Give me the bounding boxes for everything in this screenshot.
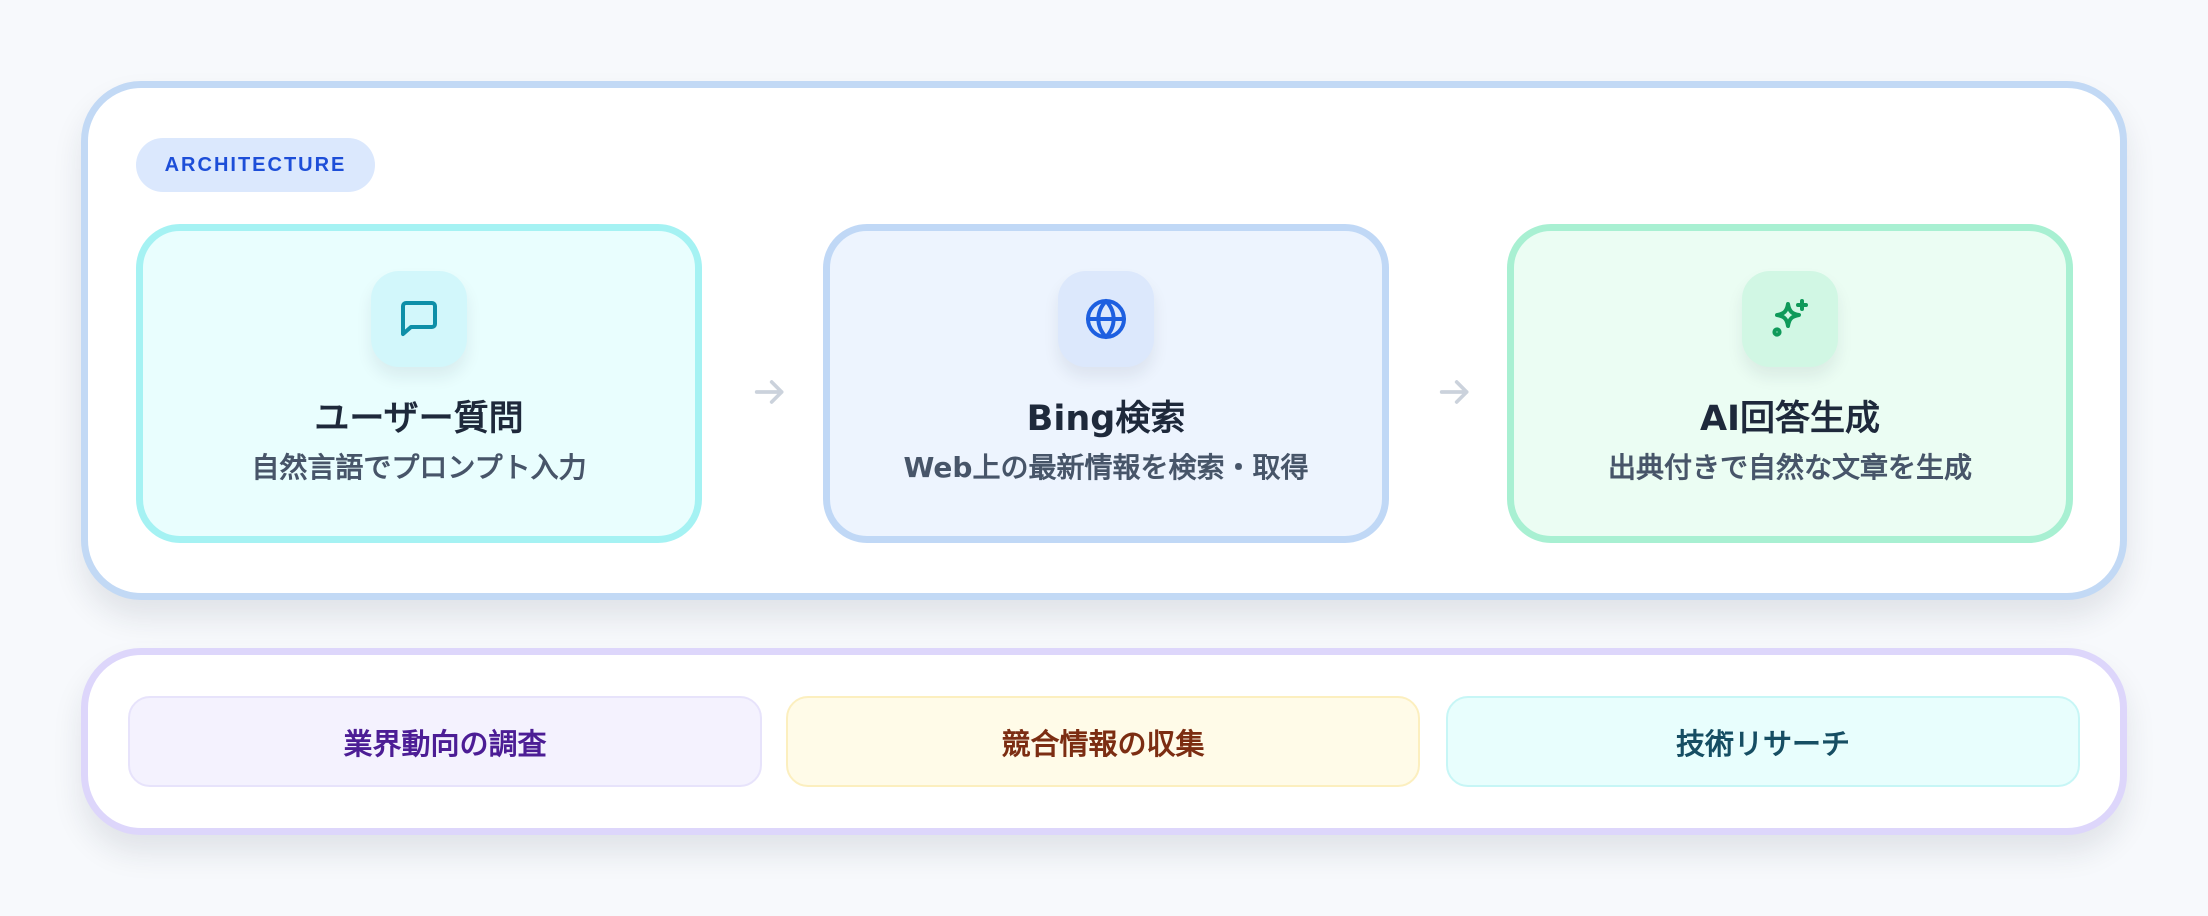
use-case-industry-trends: 業界動向の調査 [128,696,762,787]
step-description: 出典付きで自然な文章を生成 [1607,451,1972,484]
step-title: ユーザー質問 [314,399,524,439]
step-description: Web上の最新情報を検索・取得 [903,451,1309,484]
step-title: Bing検索 [1026,399,1186,439]
step-card-user-question: ユーザー質問 自然言語でプロンプト入力 [136,224,702,543]
section-badge: ARCHITECTURE [136,138,375,192]
arrow-right-icon [750,372,790,412]
use-cases-panel: 業界動向の調査 競合情報の収集 技術リサーチ [81,648,2127,835]
step-card-ai-answer: AI回答生成 出典付きで自然な文章を生成 [1507,224,2073,543]
use-case-tech-research: 技術リサーチ [1446,696,2080,787]
chat-bubble-icon [371,271,467,367]
step-title: AI回答生成 [1699,399,1881,439]
step-description: 自然言語でプロンプト入力 [251,451,587,484]
arrow-right-icon [1435,372,1475,412]
step-card-bing-search: Bing検索 Web上の最新情報を検索・取得 [823,224,1389,543]
use-case-competitor-info: 競合情報の収集 [786,696,1420,787]
sparkles-icon [1742,271,1838,367]
globe-icon [1058,271,1154,367]
architecture-panel: ARCHITECTURE ユーザー質問 自然言語でプロンプト入力 [81,81,2127,600]
